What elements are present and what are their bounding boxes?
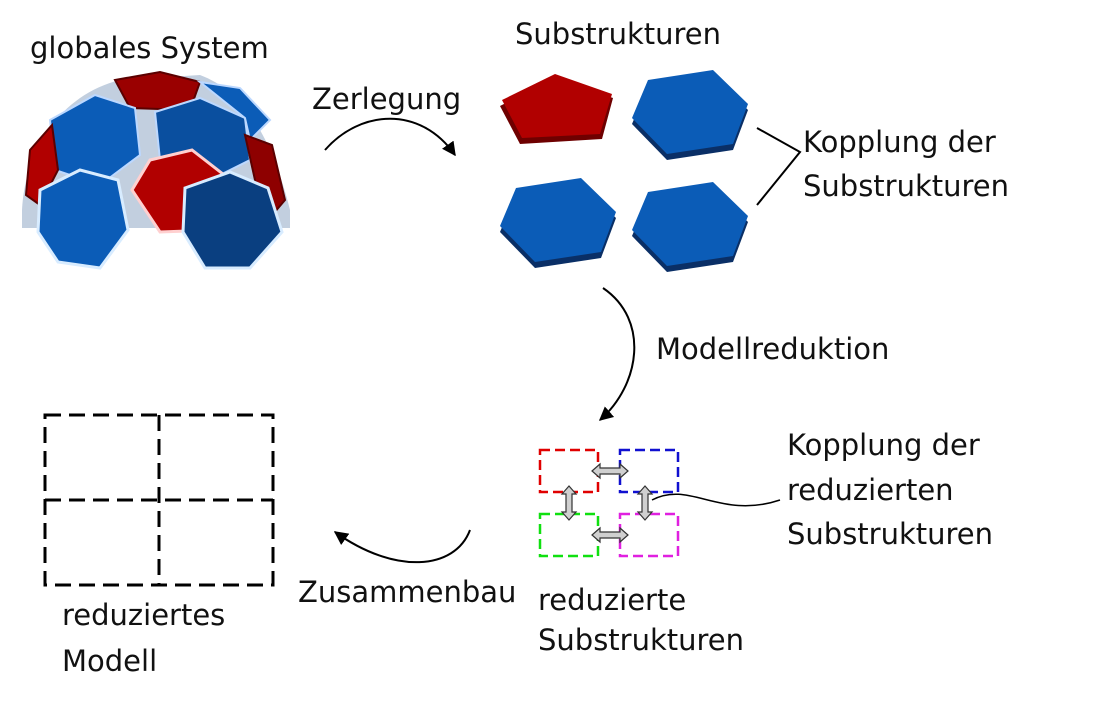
dome-hexagon bbox=[36, 168, 130, 270]
reduced-model-grid bbox=[43, 413, 275, 587]
coupling-bracket bbox=[756, 127, 802, 206]
substructure-pentagon bbox=[502, 74, 612, 138]
substructure-hexagon bbox=[632, 70, 748, 154]
substructures-group bbox=[500, 70, 748, 272]
decomposition-arrow bbox=[324, 117, 456, 157]
reduced-coupling-leader bbox=[651, 493, 781, 507]
reduced-coupling-label-line2: reduzierten bbox=[787, 473, 954, 507]
coupling-double-arrow bbox=[591, 526, 629, 544]
global-system-label: globales System bbox=[30, 31, 269, 65]
coupling-double-arrow bbox=[591, 462, 629, 480]
assembly-label: Zusammenbau bbox=[298, 575, 517, 609]
reduced-model-label-line2: Modell bbox=[62, 644, 158, 678]
dome-hexagon bbox=[196, 80, 272, 142]
reduced-substructures-label-line1: reduzierte bbox=[538, 583, 687, 617]
coupling-double-arrow bbox=[636, 485, 654, 521]
substructures-label: Substrukturen bbox=[515, 17, 722, 51]
global-system-dome bbox=[22, 70, 290, 270]
reduced-box-magenta bbox=[618, 512, 680, 558]
dome-top-pentagon bbox=[113, 70, 202, 112]
coupling-label-line2: Substrukturen bbox=[803, 169, 1010, 203]
coupling-label-line1: Kopplung der bbox=[803, 125, 996, 159]
reduced-substructures-group bbox=[538, 448, 680, 558]
coupling-double-arrow bbox=[560, 485, 578, 521]
substructure-hexagon bbox=[500, 178, 616, 262]
model-reduction-label: Modellreduktion bbox=[656, 332, 890, 366]
reduced-coupling-label-line1: Kopplung der bbox=[787, 428, 980, 462]
reduced-substructures-label-line2: Substrukturen bbox=[538, 623, 745, 657]
model-reduction-arrow bbox=[598, 287, 636, 421]
assembly-arrow bbox=[333, 529, 471, 564]
reduced-coupling-label-line3: Substrukturen bbox=[787, 517, 994, 551]
substructure-hexagon bbox=[632, 182, 748, 266]
dome-hexagon bbox=[181, 170, 284, 270]
reduced-model-label-line1: reduziertes bbox=[62, 598, 226, 632]
decomposition-label: Zerlegung bbox=[312, 82, 462, 116]
